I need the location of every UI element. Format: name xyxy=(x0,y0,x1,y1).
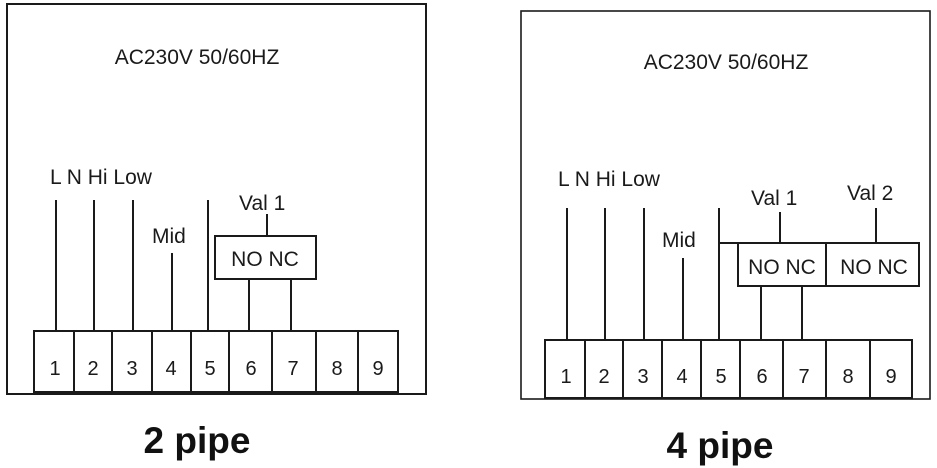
terminal-label: 8 xyxy=(331,358,342,380)
terminal-label: 4 xyxy=(676,366,687,388)
valve-label: Val 2 xyxy=(847,182,893,205)
terminal-label: 3 xyxy=(126,358,137,380)
terminal-label: 7 xyxy=(798,366,809,388)
terminal-label: 6 xyxy=(245,358,256,380)
terminal-label: 6 xyxy=(756,366,767,388)
mid-label: Mid xyxy=(152,225,186,248)
diagram-frame xyxy=(6,3,427,395)
valve-contacts-label: NO NC xyxy=(231,248,299,271)
valve-label: Val 1 xyxy=(239,192,285,215)
terminal-label: 4 xyxy=(165,358,176,380)
terminal-label: 8 xyxy=(842,366,853,388)
valve-contacts-label: NO NC xyxy=(748,256,816,279)
terminal-label: 9 xyxy=(372,358,383,380)
terminal-label: 5 xyxy=(204,358,215,380)
valve-contact-box xyxy=(214,235,317,280)
terminal-label: 2 xyxy=(87,358,98,380)
wire-labels: L N Hi Low xyxy=(50,166,153,189)
wires xyxy=(55,200,292,331)
valve-contacts-label: NO NC xyxy=(840,256,908,279)
terminal-label: 2 xyxy=(598,366,609,388)
diagram-4-pipe: AC230V 50/60HZ L N Hi Low Mid Val 1 Val … xyxy=(520,10,931,466)
terminal-label: 1 xyxy=(49,358,60,380)
terminal-label: 1 xyxy=(560,366,571,388)
terminal-label: 3 xyxy=(637,366,648,388)
valve-contact-box xyxy=(825,242,920,287)
terminal-label: 9 xyxy=(885,366,896,388)
terminal-block: 1 2 3 4 5 6 7 8 9 xyxy=(33,330,399,393)
terminal-label: 7 xyxy=(287,358,298,380)
wire-labels: L N Hi Low xyxy=(558,168,661,191)
terminal-label: 5 xyxy=(715,366,726,388)
valve-label: Val 1 xyxy=(751,187,797,210)
power-label: AC230V 50/60HZ xyxy=(644,51,809,74)
mid-label: Mid xyxy=(662,229,696,252)
diagram-2-pipe: AC230V 50/60HZ L N Hi Low Mid Val 1 NO N… xyxy=(6,3,427,461)
terminal-block: 1 2 3 4 5 6 7 8 9 xyxy=(544,339,913,399)
diagram-caption: 4 pipe xyxy=(667,425,774,466)
power-label: AC230V 50/60HZ xyxy=(115,46,280,69)
diagram-caption: 2 pipe xyxy=(144,420,251,461)
